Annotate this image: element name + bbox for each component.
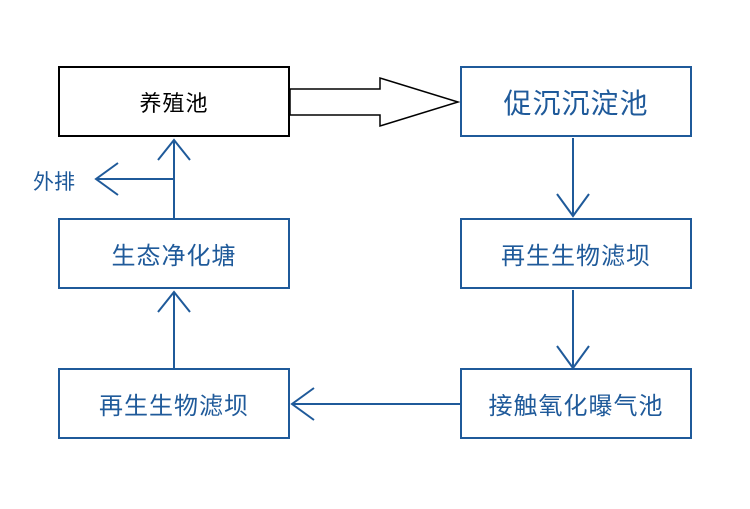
hollow-flow-arrow [289, 76, 461, 128]
settling-pond-label: 促沉沉淀池 [503, 86, 649, 120]
arrow-aeration-to-biofilter [290, 387, 460, 421]
arrow-settling-to-biofilter [556, 138, 590, 218]
eco-purification-pond-box: 生态净化塘 [58, 218, 290, 289]
biofilter-dam-right-label: 再生生物滤坝 [501, 242, 651, 270]
eco-purification-pond-label: 生态净化塘 [111, 242, 237, 270]
discharge-label: 外排 [33, 170, 75, 194]
aquaculture-pond-label: 养殖池 [139, 91, 209, 117]
biofilter-dam-left-box: 再生生物滤坝 [58, 368, 290, 439]
contact-aeration-pond-label: 接触氧化曝气池 [488, 392, 664, 420]
biofilter-dam-left-label: 再生生物滤坝 [99, 392, 249, 420]
aquaculture-pond-box: 养殖池 [58, 66, 290, 137]
biofilter-dam-right-box: 再生生物滤坝 [460, 218, 692, 289]
arrow-biofilter-to-aeration [556, 290, 590, 370]
settling-pond-box: 促沉沉淀池 [460, 66, 692, 137]
arrow-discharge [94, 162, 174, 196]
contact-aeration-pond-box: 接触氧化曝气池 [460, 368, 692, 439]
arrow-biofilter-to-eco-pond [157, 290, 191, 368]
